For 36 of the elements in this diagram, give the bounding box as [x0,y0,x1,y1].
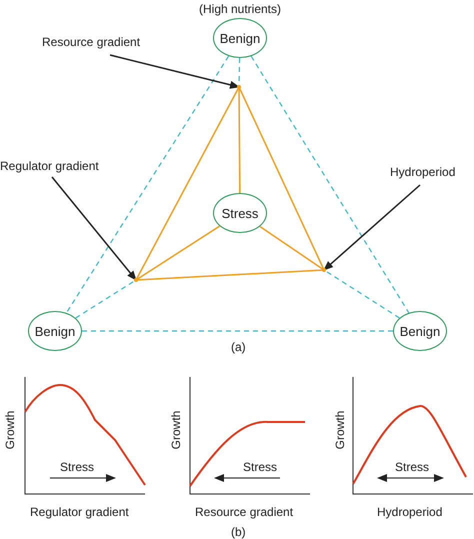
connector-line [135,86,240,280]
connector-line [259,226,324,271]
dashed-line [82,330,393,332]
vertex-point [237,85,241,89]
node-caption: (High nutrients) [198,2,282,16]
ellipse-node: Benign [28,311,82,351]
ellipse-node: Benign [393,311,447,351]
callout-label: Resource gradient [42,35,140,49]
arrow-label: Stress [60,460,94,474]
axis-title: Growth [3,410,17,452]
panel-label: (a) [231,340,246,354]
connector-line [238,86,325,270]
axis-title: Hydroperiod [377,505,442,519]
leader-arrow [51,176,137,281]
vertex-point [322,268,326,272]
connector-line [136,269,324,281]
callout-label: Hydroperiod [390,165,456,179]
arrow-label: Stress [243,460,278,474]
connector-line [238,87,241,193]
dashed-line [66,56,230,314]
ellipse-node: Stress [213,193,267,233]
callout-label: Regulator gradient [0,159,99,173]
ellipse-node: Benign [213,18,267,58]
dashed-line [324,270,400,318]
arrow-label: Stress [395,460,430,474]
axis-title: Growth [333,410,347,452]
dashed-line [75,280,136,318]
leader-arrow [323,184,420,271]
axis-title: Resource gradient [195,505,294,519]
dashed-line [250,56,410,314]
axis-title: Regulator gradient [30,505,129,519]
leader-arrow [110,54,240,89]
connector-line [136,225,220,281]
panel-label: (b) [231,525,246,539]
axis-title: Growth [169,410,183,452]
vertex-point [134,278,138,282]
